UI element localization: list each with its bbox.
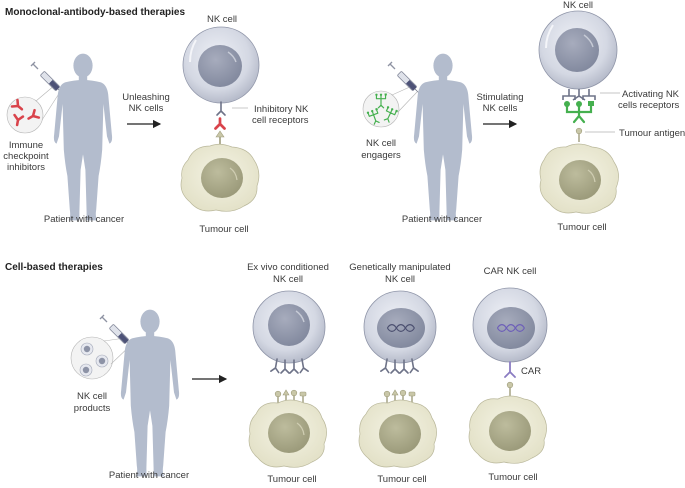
- product-genetically-manipulated: Genetically manipulated NK cell: [349, 262, 450, 485]
- patient-label: Patient with cancer: [402, 214, 482, 225]
- tumour-label: Tumour cell: [557, 222, 606, 233]
- arrow-label-line-2: NK cells: [129, 103, 164, 114]
- product-label-line-1: CAR NK cell: [484, 266, 537, 277]
- tumour-cell: [539, 143, 619, 214]
- panel-monoclonal: Monoclonal-antibody-based therapies Immu…: [3, 0, 685, 235]
- tumour-label: Tumour cell: [199, 224, 248, 235]
- tumour-antigen-icon: [575, 127, 583, 143]
- bound-antibody-icon: [214, 117, 226, 130]
- product-label-line-1: Ex vivo conditioned: [247, 262, 329, 273]
- drug-label-line-2: products: [74, 403, 111, 414]
- nk-cell: [363, 290, 437, 364]
- drug-label-line-3: inhibitors: [7, 162, 45, 173]
- nk-cell-label: NK cell: [563, 0, 593, 11]
- product-label-line-1: Genetically manipulated: [349, 262, 450, 273]
- bound-engager-icon: [564, 101, 594, 124]
- antigen-arrow-icon: [215, 130, 225, 145]
- tumour-label: Tumour cell: [488, 472, 537, 483]
- nk-cell: [538, 10, 618, 90]
- arrow-label-line-1: Stimulating: [477, 92, 524, 103]
- car-label: CAR: [521, 366, 541, 377]
- arrow-label-line-1: Unleashing: [122, 92, 170, 103]
- subpanel-nk-engagers: NK cell engagers Patient with cancer Sti…: [361, 0, 685, 233]
- drug-bubble: [362, 90, 400, 128]
- nk-cell: [252, 290, 326, 364]
- tumour-cell: [358, 399, 437, 468]
- tumour-cell: [248, 399, 327, 468]
- product-label-line-2: NK cell: [385, 274, 415, 285]
- panel-title-monoclonal: Monoclonal-antibody-based therapies: [5, 7, 185, 18]
- panel-cell-based: Cell-based therapies NK cell products Pa…: [5, 262, 548, 485]
- patient-label: Patient with cancer: [44, 214, 124, 225]
- antigen-label: Tumour antigen: [619, 128, 685, 139]
- patient-figure: [413, 53, 473, 221]
- receptor-label-line-1: Inhibitory NK: [254, 104, 309, 115]
- drug-label-line-1: Immune: [9, 140, 43, 151]
- drug-label-line-1: NK cell: [366, 138, 396, 149]
- product-label-line-2: NK cell: [273, 274, 303, 285]
- drug-label-line-2: engagers: [361, 150, 401, 161]
- tumour-cell: [180, 143, 260, 212]
- nk-cell-label: NK cell: [207, 14, 237, 25]
- panel-title-cell-based: Cell-based therapies: [5, 262, 103, 273]
- drug-label-line-1: NK cell: [77, 391, 107, 402]
- car-receptor-icon: [504, 361, 516, 378]
- activating-receptor-icon: [562, 89, 596, 101]
- receptor-label-line-1: Activating NK: [622, 89, 680, 100]
- patient-figure: [53, 53, 113, 221]
- drug-bubble: [6, 96, 44, 134]
- syringe-icon: [387, 61, 422, 96]
- subpanel-checkpoint-inhibitors: Immune checkpoint inhibitors Patient wit…: [3, 14, 309, 235]
- product-ex-vivo: Ex vivo conditioned NK cell: [247, 262, 329, 485]
- drug-label-line-2: checkpoint: [3, 151, 49, 162]
- tumour-cell: [468, 395, 547, 464]
- receptor-label-line-2: cell receptors: [252, 115, 309, 126]
- tumour-label: Tumour cell: [377, 474, 426, 485]
- patient-figure: [120, 309, 180, 477]
- inhibitory-receptor-icon: [216, 101, 226, 116]
- tumour-label: Tumour cell: [267, 474, 316, 485]
- receptor-label-line-2: cells receptors: [618, 100, 679, 111]
- patient-label: Patient with cancer: [109, 470, 189, 481]
- arrow-label-line-2: NK cells: [483, 103, 518, 114]
- nk-cell: [182, 26, 260, 104]
- tumour-antigen-icon: [506, 381, 514, 397]
- product-car-nk: CAR NK cell CAR Tumour cell: [468, 266, 548, 483]
